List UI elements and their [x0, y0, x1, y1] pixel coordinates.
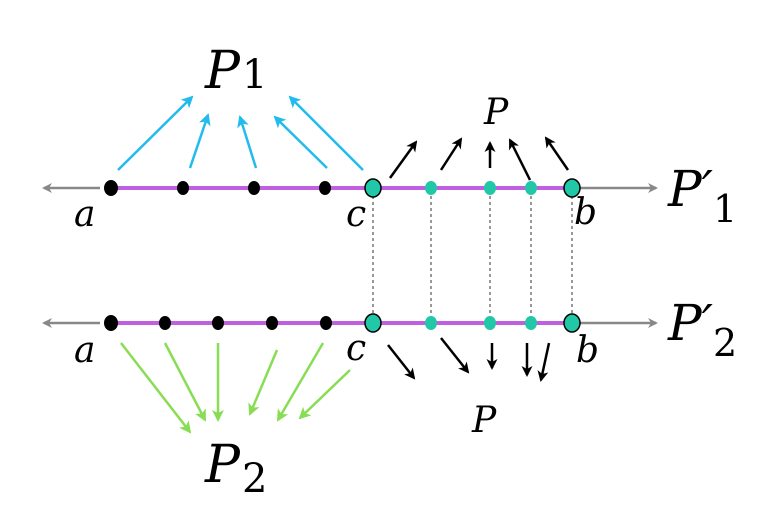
dotted-connectors [372, 196, 573, 316]
green-arrows [120, 342, 351, 434]
blue-arrows [117, 95, 364, 171]
label-b-bottom: b [576, 330, 599, 371]
label-P-bottom: P [471, 400, 497, 441]
label-c-bottom: c [346, 328, 366, 369]
label-a-top: a [74, 194, 95, 235]
label-P-top: P [483, 92, 509, 133]
black-arrows-top [388, 136, 570, 181]
label-b-top: b [574, 192, 597, 233]
label-P1: P1 [204, 41, 267, 101]
label-P1-prime: P′1 [667, 160, 737, 231]
points-bottom [104, 313, 581, 333]
black-arrows-bottom [387, 337, 551, 382]
label-a-bottom: a [74, 330, 95, 371]
points-top [104, 178, 581, 198]
label-c-top: c [346, 194, 366, 235]
label-P2: P2 [204, 435, 267, 502]
label-P2-prime: P′2 [667, 294, 737, 365]
